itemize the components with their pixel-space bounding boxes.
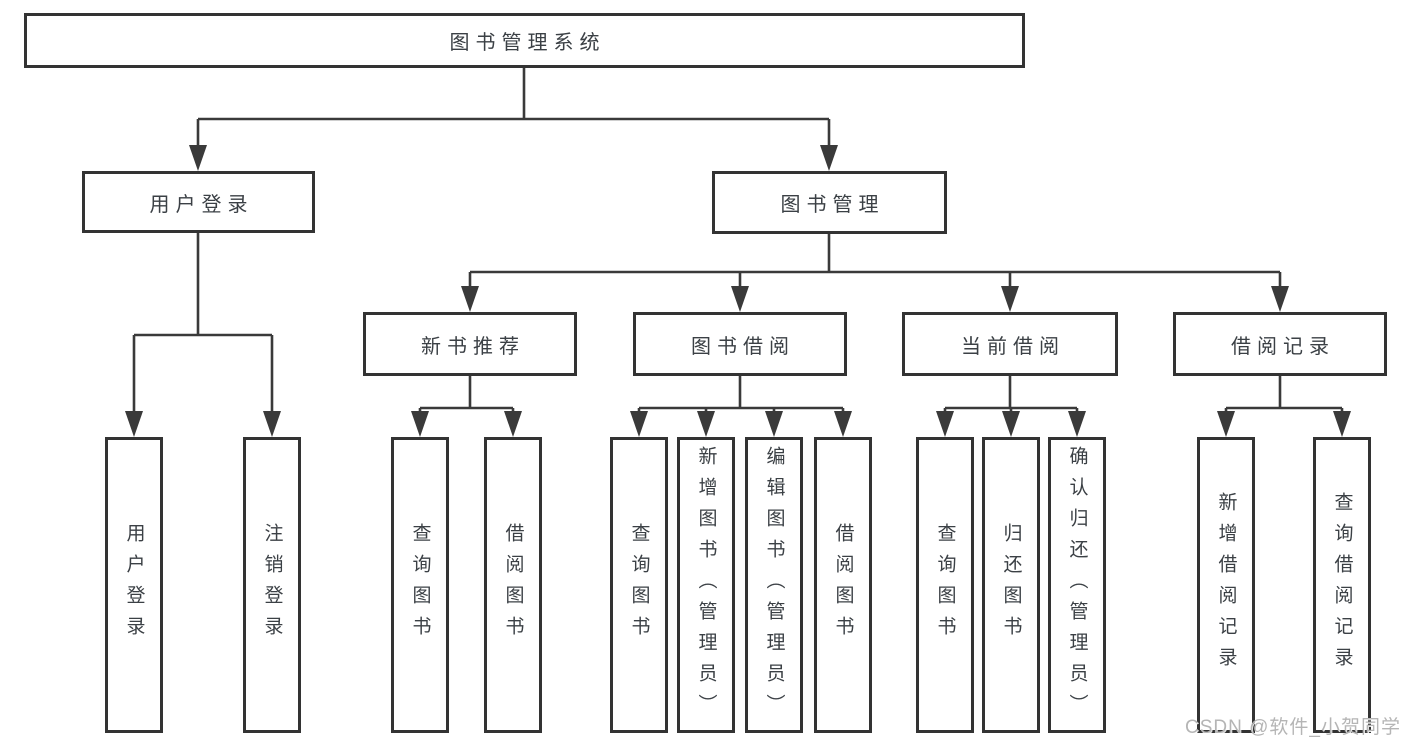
node-user-login: 用户登录 [82, 171, 315, 233]
leaf-label: 新增图书（管理员） [695, 445, 717, 725]
leaf-query-books-borrowing: 查询图书 [610, 437, 668, 733]
leaf-add-books-admin: 新增图书（管理员） [677, 437, 735, 733]
leaf-label: 新增借阅记录 [1215, 492, 1237, 678]
leaf-borrow-books-recommend: 借阅图书 [484, 437, 542, 733]
leaf-user-login: 用户登录 [105, 437, 163, 733]
leaf-query-borrow-record: 查询借阅记录 [1313, 437, 1371, 733]
node-new-book-recommend: 新书推荐 [363, 312, 577, 376]
node-label: 用户登录 [149, 193, 254, 216]
node-book-borrowing: 图书借阅 [633, 312, 847, 376]
csdn-watermark: CSDN @软件_小贺同学 [1185, 717, 1401, 738]
leaf-label: 确认归还（管理员） [1066, 445, 1088, 725]
leaf-label: 归还图书 [1000, 523, 1022, 647]
leaf-label: 查询借阅记录 [1331, 492, 1353, 678]
leaf-label: 查询图书 [409, 523, 431, 647]
node-library-management-system: 图书管理系统 [24, 13, 1025, 68]
leaf-label: 查询图书 [628, 523, 650, 647]
node-label: 新书推荐 [421, 335, 525, 358]
leaf-label: 借阅图书 [832, 523, 854, 647]
node-book-management: 图书管理 [712, 171, 947, 234]
node-label: 图书借阅 [691, 335, 795, 358]
node-label: 借阅记录 [1231, 335, 1335, 358]
leaf-logout: 注销登录 [243, 437, 301, 733]
arrowhead-icons [125, 145, 1351, 437]
leaf-query-books-recommend: 查询图书 [391, 437, 449, 733]
leaf-edit-books-admin: 编辑图书（管理员） [745, 437, 803, 733]
leaf-query-books-current: 查询图书 [916, 437, 974, 733]
leaf-label: 借阅图书 [502, 523, 524, 647]
node-label: 图书管理系统 [449, 32, 606, 54]
leaf-label: 编辑图书（管理员） [763, 445, 785, 725]
leaf-label: 注销登录 [261, 523, 283, 647]
leaf-add-borrow-record: 新增借阅记录 [1197, 437, 1255, 733]
leaf-label: 查询图书 [934, 523, 956, 647]
node-label: 图书管理 [780, 194, 885, 216]
leaf-borrow-books-borrowing: 借阅图书 [814, 437, 872, 733]
leaf-confirm-return-admin: 确认归还（管理员） [1048, 437, 1106, 733]
node-borrowing-records: 借阅记录 [1173, 312, 1387, 376]
node-current-borrowing: 当前借阅 [902, 312, 1118, 376]
leaf-return-books: 归还图书 [982, 437, 1040, 733]
node-label: 当前借阅 [961, 335, 1065, 358]
leaf-label: 用户登录 [123, 523, 145, 647]
